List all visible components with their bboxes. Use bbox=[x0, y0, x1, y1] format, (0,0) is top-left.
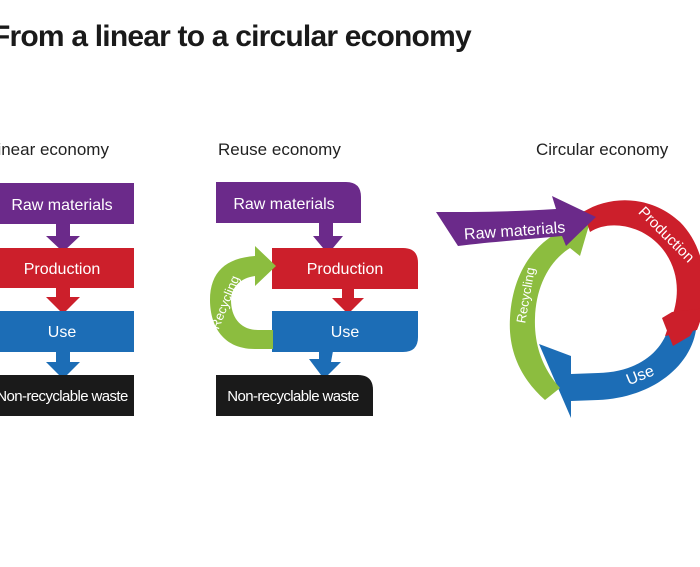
circular-arc-use bbox=[539, 322, 696, 418]
reuse-arrow-production-to-use bbox=[332, 288, 364, 314]
reuse-recycling-loop bbox=[210, 246, 276, 349]
reuse-box-waste bbox=[216, 375, 373, 416]
circular-arc-recycling bbox=[509, 208, 594, 400]
page-title: From a linear to a circular economy bbox=[0, 20, 472, 53]
circular-economy-heading: Circular economy bbox=[536, 140, 669, 159]
reuse-label-raw-materials: Raw materials bbox=[233, 196, 334, 213]
circular-arc-production bbox=[583, 200, 700, 336]
reuse-label-production: Production bbox=[307, 261, 384, 278]
reuse-box-production bbox=[272, 248, 418, 289]
reuse-economy-diagram: Recycling Raw materials Production Use N… bbox=[207, 182, 418, 416]
reuse-arrow-use-to-waste bbox=[309, 351, 341, 379]
linear-label-use: Use bbox=[48, 324, 77, 341]
reuse-box-raw-materials bbox=[216, 182, 361, 223]
reuse-arrow-raw-to-production bbox=[313, 222, 343, 254]
linear-arrow-production-to-use bbox=[46, 287, 80, 314]
linear-box-waste bbox=[0, 375, 134, 416]
circular-economy-diagram: Raw materials Production Use Recycling bbox=[436, 196, 700, 418]
linear-box-raw-materials bbox=[0, 183, 134, 224]
reuse-economy-heading: Reuse economy bbox=[218, 140, 341, 159]
linear-arrow-use-to-waste bbox=[46, 351, 80, 379]
reuse-box-use bbox=[272, 311, 418, 352]
circular-arrow-raw-materials bbox=[436, 196, 596, 246]
linear-economy-heading: Linear economy bbox=[0, 140, 109, 159]
linear-label-waste: Non-recyclable waste bbox=[0, 388, 128, 405]
linear-economy-diagram: Raw materials Production Use Non-recycla… bbox=[0, 183, 134, 416]
linear-label-raw-materials: Raw materials bbox=[11, 197, 112, 214]
reuse-label-waste: Non-recyclable waste bbox=[227, 388, 359, 405]
reuse-label-use: Use bbox=[331, 324, 360, 341]
linear-box-production bbox=[0, 248, 134, 288]
linear-box-use bbox=[0, 311, 134, 352]
linear-label-production: Production bbox=[24, 261, 101, 278]
linear-arrow-raw-to-production bbox=[46, 223, 80, 252]
circular-arrowhead-production bbox=[662, 308, 700, 346]
